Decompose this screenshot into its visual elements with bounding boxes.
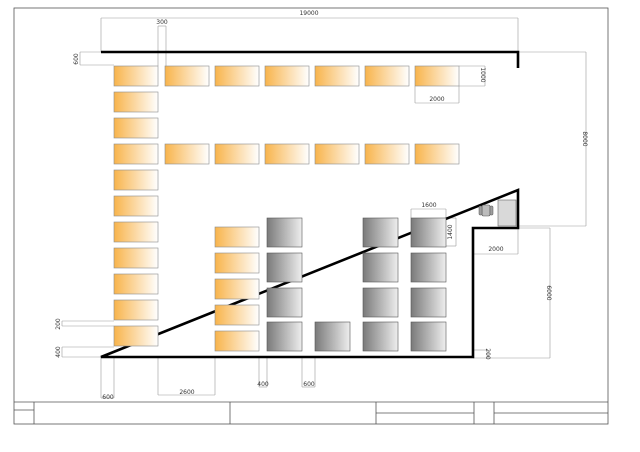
dim-bottom-gap2: 600 <box>303 381 315 388</box>
desk <box>113 91 159 113</box>
dim-top-offset: 600 <box>73 53 80 65</box>
desk <box>214 252 260 274</box>
desk <box>264 65 310 87</box>
gray-desk <box>266 287 303 318</box>
desk <box>314 143 360 165</box>
gray-desk <box>410 287 447 318</box>
desk <box>113 247 159 269</box>
desk <box>364 143 410 165</box>
desk-group-inner-column <box>214 226 260 352</box>
dim-overall-width: 19000 <box>299 10 318 17</box>
gray-desk-group <box>266 217 447 352</box>
sheet-border <box>13 7 609 425</box>
dim-bottom-gap1: 400 <box>257 381 269 388</box>
dim-desk-depth: 1000 <box>479 67 486 82</box>
desk <box>113 195 159 217</box>
desk <box>214 226 260 248</box>
desk <box>214 65 260 87</box>
desk-group-middle-row <box>164 143 460 165</box>
room-wall <box>100 50 520 359</box>
dim-left-small: 200 <box>55 318 62 330</box>
desk <box>164 143 210 165</box>
dim-notch-width: 2000 <box>488 246 503 253</box>
gray-desk <box>362 321 399 352</box>
gray-desk <box>266 321 303 352</box>
gray-desk <box>362 287 399 318</box>
dim-left-bottom: 400 <box>55 346 62 358</box>
gray-desk <box>266 252 303 283</box>
dim-bottom-right: 200 <box>484 348 491 360</box>
gray-desk <box>362 217 399 248</box>
desk <box>113 299 159 321</box>
gray-desk <box>314 321 351 352</box>
dim-right-depth: 8000 <box>581 131 588 146</box>
dimension-lines <box>61 17 587 399</box>
desk <box>414 65 460 87</box>
desk <box>264 143 310 165</box>
gray-desk <box>266 217 303 248</box>
desk <box>113 117 159 139</box>
gray-desk <box>410 217 447 248</box>
title-block <box>14 401 608 424</box>
desk <box>164 65 210 87</box>
desk <box>214 278 260 300</box>
dim-bottom-span: 2600 <box>179 389 194 396</box>
gray-desk <box>410 321 447 352</box>
dim-gray-desk-depth: 1400 <box>447 224 454 239</box>
desk <box>364 65 410 87</box>
dim-desk-width: 2000 <box>429 96 444 103</box>
dim-gray-desk-width: 1600 <box>421 202 436 209</box>
gray-desk <box>362 252 399 283</box>
desk <box>113 325 159 347</box>
desk-group-top-row <box>113 65 460 87</box>
desk <box>414 143 460 165</box>
dim-top-gap: 300 <box>156 19 168 26</box>
desk <box>214 143 260 165</box>
dim-lower-right-depth: 6000 <box>545 285 552 300</box>
desk <box>113 65 159 87</box>
desk <box>214 304 260 326</box>
desk <box>113 273 159 295</box>
office-chair-icon <box>478 199 517 227</box>
desk <box>113 169 159 191</box>
desk <box>113 221 159 243</box>
desk-group-left-column <box>113 91 159 347</box>
gray-desk <box>410 252 447 283</box>
desk <box>113 143 159 165</box>
dim-bottom-left: 600 <box>102 394 114 401</box>
desk <box>214 330 260 352</box>
desk <box>314 65 360 87</box>
